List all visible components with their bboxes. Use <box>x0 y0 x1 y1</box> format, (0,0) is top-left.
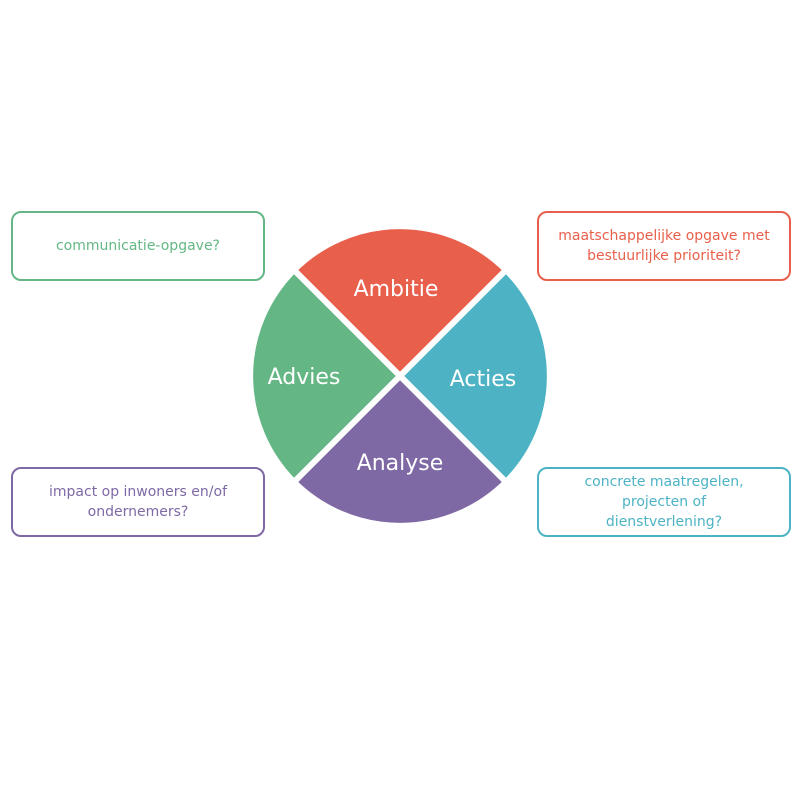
segment-acties <box>395 265 550 487</box>
label-analyse: Analyse <box>357 451 444 476</box>
segment-ambitie <box>289 226 511 381</box>
question-box-impact: impact op inwoners en/of ondernemers? <box>11 467 265 537</box>
question-text-impact: impact op inwoners en/of ondernemers? <box>49 484 227 520</box>
question-text-maatregelen: concrete maatregelen, projecten of diens… <box>584 474 744 530</box>
label-ambitie: Ambitie <box>354 277 439 302</box>
label-acties: Acties <box>450 367 517 392</box>
quadrant-wheel: Ambitie Acties Analyse Advies <box>250 226 550 526</box>
segment-analyse <box>289 371 511 526</box>
question-box-communicatie: communicatie-opgave? <box>11 211 265 281</box>
question-box-maatregelen: concrete maatregelen, projecten of diens… <box>537 467 791 537</box>
segment-advies <box>250 265 405 487</box>
question-text-maatschappelijk: maatschappelijke opgave met bestuurlijke… <box>558 228 770 264</box>
label-advies: Advies <box>268 365 341 390</box>
question-box-maatschappelijk: maatschappelijke opgave met bestuurlijke… <box>537 211 791 281</box>
question-text-communicatie: communicatie-opgave? <box>55 238 220 254</box>
